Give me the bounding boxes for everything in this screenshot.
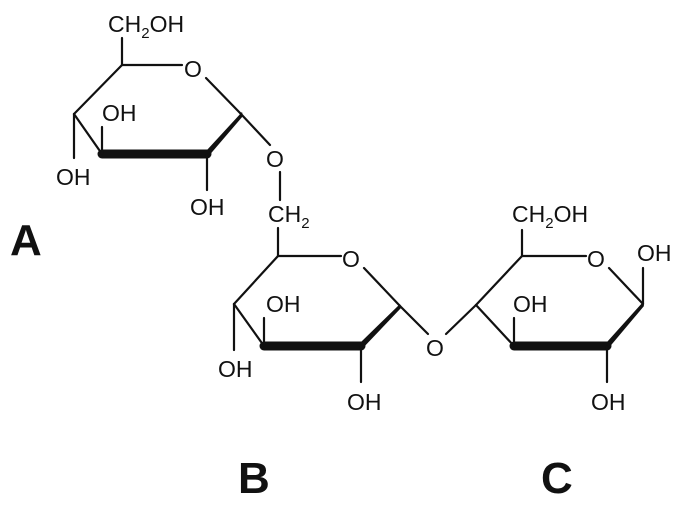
hydroxyl-a-c4: OH <box>102 100 137 126</box>
glycosidic-oxygen-ab: O <box>266 146 284 172</box>
hydroxyl-c-c1: OH <box>637 240 672 266</box>
bond-b-c1-olink <box>398 304 430 336</box>
bond-a-c1-olink <box>239 112 272 147</box>
bond-c-c4-c3 <box>474 303 516 348</box>
bond-olink-c-c4 <box>444 303 478 336</box>
bond-b-c2-c1 <box>361 304 401 350</box>
ring-label-a: A <box>10 216 42 265</box>
bond-b-c4-c3 <box>232 302 266 348</box>
ring-label-b: B <box>238 454 270 503</box>
hydroxyl-c-c4: OH <box>513 291 548 317</box>
bond-b-c5-c4 <box>232 254 280 306</box>
ch2oh-a: CH2OH <box>108 11 184 42</box>
bond-a-c4-c3 <box>72 112 104 156</box>
ring-oxygen-c: O <box>587 246 605 272</box>
bond-a-c2-c1 <box>207 112 243 158</box>
ring-b: CH2 O OH OH OH <box>218 201 430 415</box>
bond-b-o-c1 <box>362 266 402 308</box>
ch2oh-c: CH2OH <box>512 201 588 232</box>
ring-oxygen-a: O <box>184 56 202 82</box>
ring-a: CH2OH O OH OH OH <box>56 11 272 220</box>
bond-a-c5-c4 <box>72 63 124 116</box>
ring-c: CH2OH O OH OH OH <box>474 201 672 415</box>
hydroxyl-a-c3: OH <box>56 164 91 190</box>
bond-c-c5-c4 <box>474 254 524 307</box>
bond-c-c2-c1 <box>607 302 644 350</box>
ring-oxygen-b: O <box>342 246 360 272</box>
glycosidic-oxygen-bc: O <box>426 335 444 361</box>
bond-a-o-c1 <box>204 76 243 116</box>
hydroxyl-b-c3: OH <box>218 356 253 382</box>
hydroxyl-b-c4: OH <box>266 291 301 317</box>
ring-label-c: C <box>541 454 573 503</box>
hydroxyl-b-c2: OH <box>347 389 382 415</box>
hydroxyl-c-c2: OH <box>591 389 626 415</box>
bond-c-o-c1 <box>607 266 645 306</box>
hydroxyl-a-c2: OH <box>190 194 225 220</box>
ch2-b: CH2 <box>268 201 310 232</box>
